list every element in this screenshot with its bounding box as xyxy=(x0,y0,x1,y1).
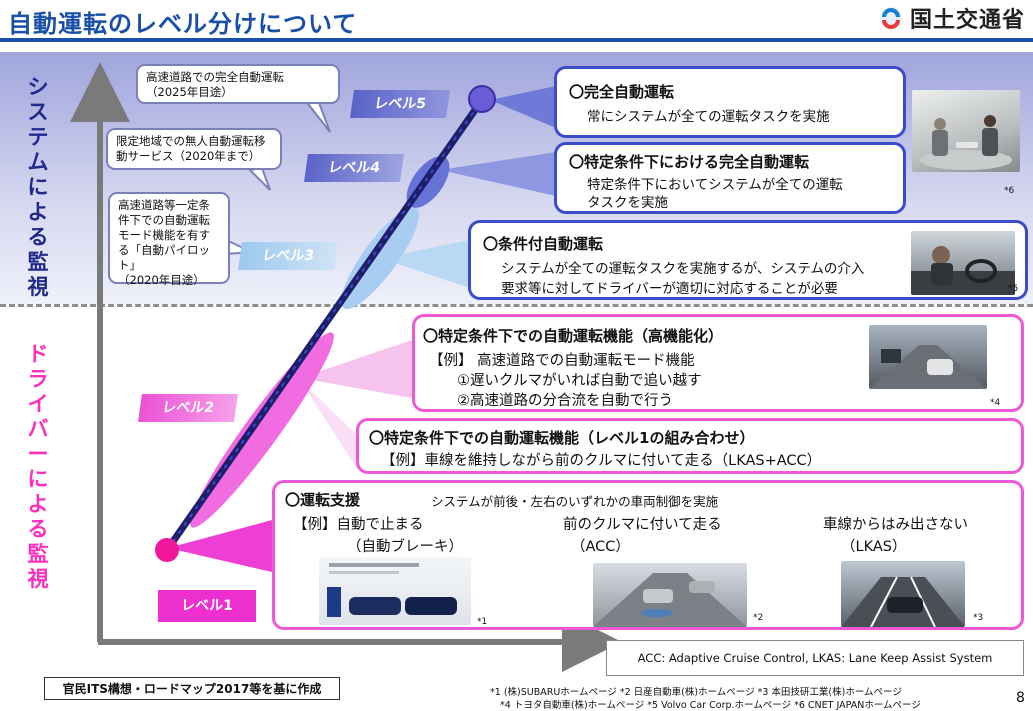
driver-illustration xyxy=(911,246,1015,295)
level1-label: レベル1 xyxy=(158,590,256,622)
connector-level3 xyxy=(380,240,470,288)
auto-brake-photo xyxy=(319,557,471,625)
monitoring-divider xyxy=(0,304,1033,307)
example-acc: 前のクルマに付いて走る xyxy=(563,517,722,533)
page-number: 8 xyxy=(1016,690,1025,706)
level3-desc-line2: 要求等に対してドライバーが適切に対応することが必要 xyxy=(501,281,838,297)
level4-desc-line2: タスクを実施 xyxy=(587,195,668,211)
source-note: 官民ITS構想・ロードマップ2017等を基に作成 xyxy=(44,677,340,700)
lkas-illustration xyxy=(841,576,965,627)
lkas-photo xyxy=(841,561,965,627)
level1-dot xyxy=(155,538,179,562)
cabin-illustration xyxy=(920,115,1012,170)
image-credits-line2: *4 トヨタ自動車(株)ホームページ *5 Volvo Car Corp.ホーム… xyxy=(500,700,921,711)
autonomous-cabin-photo xyxy=(912,90,1020,172)
ministry-emblem-icon xyxy=(879,7,902,29)
callout-level3: 高速道路等一定条 件下での自動運転 モード機能を有す る「自動パイロット」 （2… xyxy=(108,192,230,287)
example-lkas: 車線からはみ出さない xyxy=(823,517,968,533)
level2-combo-title: 〇特定条件下での自動運転機能（レベル1の組み合わせ） xyxy=(369,429,755,447)
callout5-tail xyxy=(302,99,331,133)
level2-advanced-overtake: ①遅いクルマがいれば自動で追い越す xyxy=(457,373,702,389)
note-1: *1 xyxy=(477,617,488,627)
level2-advanced-example: 【例】 高速道路での自動運転モード機能 xyxy=(429,353,695,369)
auto-brake-illustration xyxy=(327,563,457,617)
driver-monitoring-label: ドライバーによる監視 xyxy=(27,342,49,591)
abbreviation-note: ACC: Adaptive Cruise Control, LKAS: Lane… xyxy=(606,640,1024,676)
level3-label: レベル3 xyxy=(238,242,338,270)
level3-ellipse xyxy=(341,206,419,310)
example-lkas-abbr: （LKAS） xyxy=(841,539,907,555)
acc-photo xyxy=(593,563,747,627)
level-diagonal-dashes xyxy=(166,99,483,551)
level2-advanced-box: 〇特定条件下での自動運転機能（高機能化） 【例】 高速道路での自動運転モード機能… xyxy=(412,314,1024,412)
acc-illustration xyxy=(593,573,747,627)
level4-desc-line1: 特定条件下においてシステムが全ての運転 xyxy=(587,177,843,193)
level2-advanced-merge: ②高速道路の分合流を自動で行う xyxy=(457,393,673,409)
note-4: *4 xyxy=(990,398,1001,408)
level1-subtitle: システムが前後・左右のいずれかの車両制御を実施 xyxy=(431,494,719,509)
connector-level5 xyxy=(490,86,556,128)
page-title: 自動運転のレベル分けについて xyxy=(8,10,358,38)
connector-level2a xyxy=(300,340,412,398)
level5-desc: 常にシステムが全ての運転タスクを実施 xyxy=(587,109,830,125)
level3-title: 〇条件付自動運転 xyxy=(483,235,604,253)
level2-label: レベル2 xyxy=(138,394,238,422)
connector-level4 xyxy=(440,152,556,196)
ministry-logo: 国土交通省 xyxy=(878,2,1025,34)
level5-dot xyxy=(468,85,496,113)
highway-illustration xyxy=(869,345,987,389)
level5-title: 〇完全自動運転 xyxy=(569,83,675,101)
callout-level4: 限定地域での無人自動運転移 動サービス（2020年まで） xyxy=(106,128,282,170)
level3-driver-photo xyxy=(911,231,1015,295)
example-auto-brake: 【例】自動で止まる xyxy=(293,517,424,533)
system-monitoring-label: システムによる監視 xyxy=(27,75,49,299)
title-underline xyxy=(0,38,1033,42)
callout-level5: 高速道路での完全自動運転 （2025年目途） xyxy=(136,64,340,104)
level4-title: 〇特定条件下における完全自動運転 xyxy=(569,153,810,171)
level2-combo-box: 〇特定条件下での自動運転機能（レベル1の組み合わせ） 【例】車線を維持しながら前… xyxy=(356,418,1024,474)
note-3: *3 xyxy=(973,613,984,623)
example-auto-brake-abbr: （自動ブレーキ） xyxy=(347,539,463,555)
level4-box: 〇特定条件下における完全自動運転 特定条件下においてシステムが全ての運転 タスク… xyxy=(554,142,906,214)
highway-photo xyxy=(869,325,987,389)
example-acc-abbr: （ACC） xyxy=(571,539,630,555)
connector-level1 xyxy=(168,520,272,572)
connector-level2b xyxy=(300,380,358,470)
level5-box: 〇完全自動運転 常にシステムが全ての運転タスクを実施 xyxy=(554,66,906,138)
level2-ellipse xyxy=(190,332,334,528)
ministry-name: 国土交通省 xyxy=(909,8,1025,33)
level5-label: レベル5 xyxy=(350,90,450,118)
note-6: *6 xyxy=(1004,186,1015,196)
level3-desc-line1: システムが全ての運転タスクを実施するが、システムの介入 xyxy=(501,261,865,277)
note-5: *5 xyxy=(1008,284,1019,294)
callout4-tail xyxy=(247,166,271,191)
level2-combo-example: 【例】車線を維持しながら前のクルマに付いて走る（LKAS+ACC） xyxy=(381,453,822,469)
note-2: *2 xyxy=(753,613,764,623)
level1-title: 〇運転支援 xyxy=(285,491,361,509)
level2-advanced-title: 〇特定条件下での自動運転機能（高機能化） xyxy=(423,327,724,345)
level4-label: レベル4 xyxy=(304,154,404,182)
level1-box: 〇運転支援 システムが前後・左右のいずれかの車両制御を実施 【例】自動で止まる … xyxy=(272,480,1024,630)
level3-box: 〇条件付自動運転 システムが全ての運転タスクを実施するが、システムの介入 要求等… xyxy=(468,220,1028,300)
image-credits-line1: *1 (株)SUBARUホームページ *2 日産自動車(株)ホームページ *3 … xyxy=(490,687,902,698)
